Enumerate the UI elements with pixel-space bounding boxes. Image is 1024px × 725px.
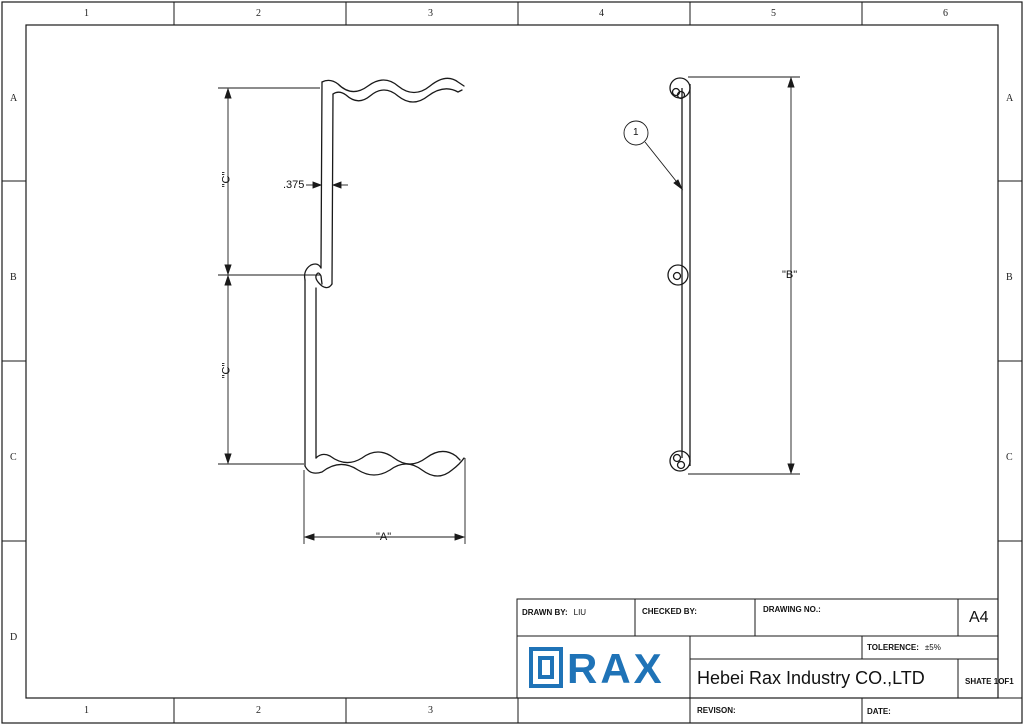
wire-anchor-side-view [667,77,691,472]
rax-logo-icon [529,647,563,688]
company-name: Hebei Rax Industry CO.,LTD [697,668,925,688]
bottom-zone-dividers [173,698,519,723]
wire-anchor-front-view [303,77,465,477]
dim-a-label: "A" [376,531,392,543]
row-label-b-left: B [10,272,17,283]
tolerance-label: TOLERENCE: [867,643,919,652]
row-label-c-left: C [10,452,17,463]
bottom-col-label-3: 3 [428,705,433,716]
front-view-dimensions [218,87,466,544]
dim-thickness-label: .375 [283,179,305,191]
row-label-d-left: D [10,632,18,643]
col-label-3: 3 [428,8,433,19]
balloon-number: 1 [633,127,639,138]
col-label-1: 1 [84,8,89,19]
title-block-grid [516,598,1022,723]
row-label-c-right: C [1006,452,1013,463]
col-label-6: 6 [943,8,948,19]
row-label-a-right: A [1006,93,1014,104]
col-label-2: 2 [256,8,261,19]
row-label-a-left: A [10,93,18,104]
dim-c-upper-label: "C" [220,171,233,188]
rax-logo-text: RAX [567,645,665,692]
side-zone-dividers [2,180,1022,542]
part-balloon [623,120,684,191]
sheet-number: SHATE 1OF1 [965,677,1014,686]
bottom-col-label-1: 1 [84,705,89,716]
sheet-size: A4 [969,609,989,626]
inner-frame [25,24,999,699]
drawn-by-label: DRAWN BY: [522,608,568,617]
tolerance-field: TOLERENCE: ±5% [867,643,941,653]
tolerance-value: ±5% [924,643,941,652]
revision-label: REVISON: [697,706,736,715]
bottom-col-label-2: 2 [256,705,261,716]
top-zone-dividers [173,2,863,25]
col-label-5: 5 [771,8,776,19]
drawn-by-value: LIU [573,608,587,617]
dim-c-lower-label: "C" [220,362,233,379]
drawing-no-label: DRAWING NO.: [763,605,821,614]
dim-b-label: "B" [782,269,798,281]
date-label: DATE: [867,707,891,716]
side-view-dimensions [688,76,800,475]
col-label-4: 4 [599,8,604,19]
row-label-b-right: B [1006,272,1013,283]
checked-by-label: CHECKED BY: [642,607,697,616]
drawn-by-field: DRAWN BY: LIU [522,608,586,618]
